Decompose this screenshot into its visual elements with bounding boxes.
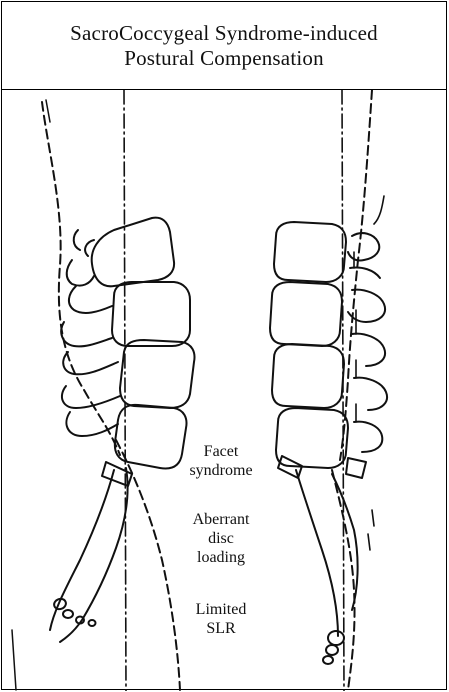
right-sacrum: [296, 470, 338, 636]
left-plumb-line: [124, 90, 126, 691]
title-line-1: SacroCoccygeal Syndrome-induced: [70, 21, 378, 46]
label-facet-syndrome: Facet syndrome: [188, 442, 254, 480]
label-slr-line-1: Limited: [188, 600, 254, 619]
label-aberrant-line-3: loading: [188, 548, 254, 567]
right-vertebra-3: [272, 344, 344, 408]
label-aberrant-line-1: Aberrant: [188, 510, 254, 529]
label-facet-line-2: syndrome: [188, 461, 254, 480]
label-slr-line-2: SLR: [188, 619, 254, 638]
left-vertebra-1: [92, 218, 174, 287]
label-limited-slr: Limited SLR: [188, 600, 254, 638]
label-aberrant-disc-loading: Aberrant disc loading: [188, 510, 254, 567]
title-line-2: Postural Compensation: [124, 46, 324, 71]
label-facet-line-1: Facet: [188, 442, 254, 461]
right-vertebra-1: [274, 222, 346, 282]
left-vertebra-2: [112, 282, 190, 346]
left-sacrum: [50, 470, 114, 630]
left-posterior-contour: [42, 102, 120, 455]
label-aberrant-line-2: disc: [188, 529, 254, 548]
left-vertebra-3: [120, 340, 195, 408]
right-vertebra-2: [270, 282, 342, 346]
title-box: SacroCoccygeal Syndrome-induced Postural…: [2, 2, 446, 90]
